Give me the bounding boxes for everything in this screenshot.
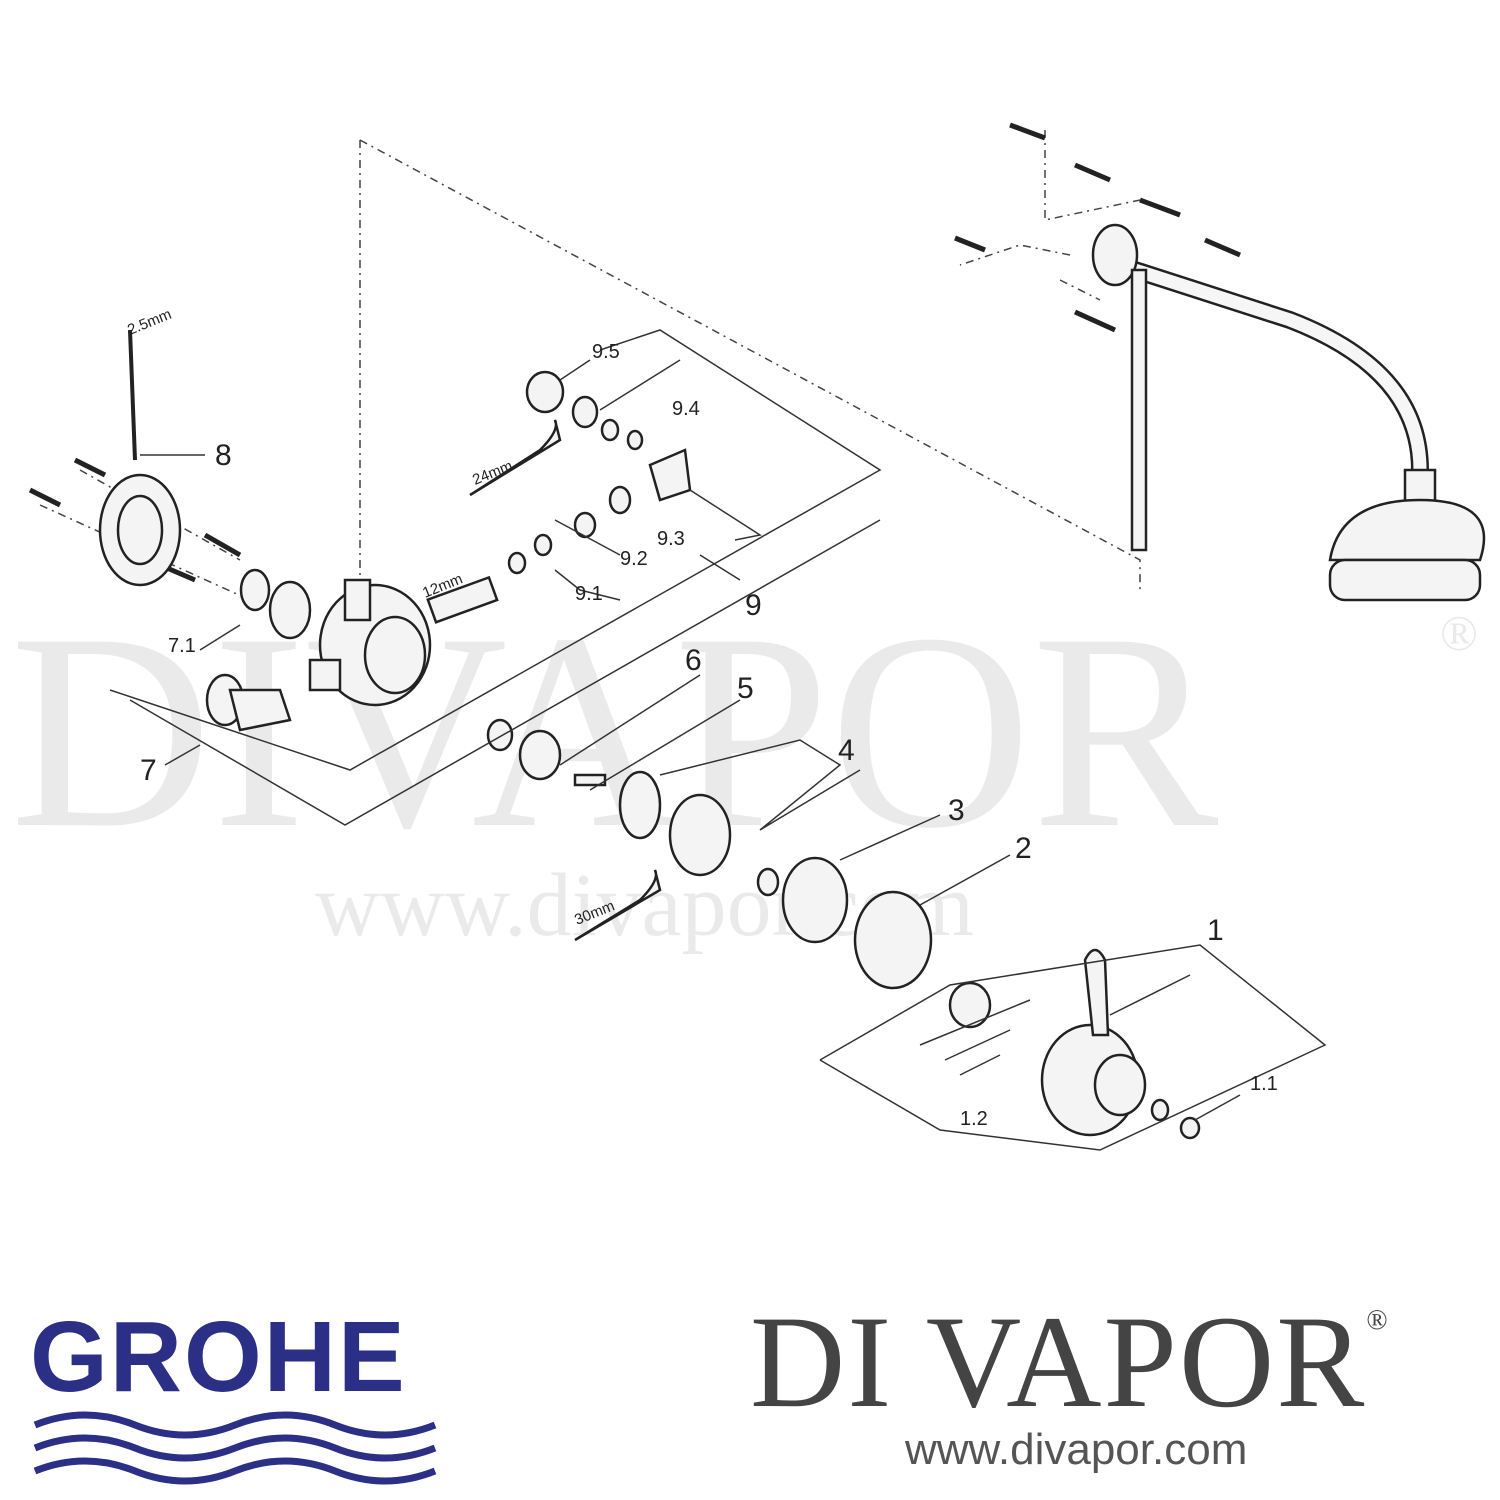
shower-head	[1328, 468, 1486, 602]
hex-key	[128, 329, 137, 461]
guide-line	[359, 139, 1141, 590]
grohe-waves	[33, 1411, 437, 1485]
o-ring	[618, 770, 662, 840]
spindle-5	[573, 773, 607, 787]
elbow-9-3	[648, 448, 692, 502]
label-24mm: 24mm	[470, 457, 515, 488]
thermo-element-6	[518, 729, 562, 781]
hex-pin	[426, 575, 499, 624]
label-8: 8	[215, 439, 232, 472]
label-9-2: 9.2	[620, 548, 648, 570]
washer-9-5	[525, 370, 565, 414]
o-ring	[239, 568, 271, 612]
screw	[1150, 1098, 1170, 1122]
label-7-1: 7.1	[168, 635, 196, 657]
label-9: 9	[745, 589, 762, 622]
registered-mark: ®	[1366, 1305, 1390, 1336]
wall-screws	[28, 122, 1241, 583]
shower-arm	[1091, 223, 1429, 552]
cartridge-4	[668, 793, 732, 877]
label-9-1: 9.1	[575, 583, 603, 605]
label-6: 6	[685, 644, 702, 677]
check-valve-9-2	[573, 511, 597, 539]
o-ring	[756, 867, 780, 897]
ring	[626, 429, 644, 451]
grohe-logo: GROHE	[30, 1301, 407, 1413]
watermark-mark: ®	[1440, 605, 1478, 661]
wrench-24mm	[469, 419, 562, 497]
label-2-5mm: 2.5mm	[125, 306, 174, 339]
label-9-5: 9.5	[592, 341, 620, 363]
label-2: 2	[1015, 832, 1032, 865]
label-3: 3	[948, 794, 965, 827]
ring-9-1	[533, 533, 553, 557]
ring-nut-3	[781, 856, 849, 944]
label-5: 5	[737, 672, 754, 705]
divapor-url: www.divapor.com	[905, 1425, 1248, 1474]
label-7: 7	[140, 754, 157, 787]
wrench-30mm	[574, 869, 662, 942]
o-ring	[608, 485, 632, 515]
wall-flange	[98, 473, 182, 587]
label-9-3: 9.3	[657, 528, 685, 550]
handle-1	[1040, 948, 1147, 1137]
ring	[600, 418, 620, 442]
leader-lines	[109, 329, 1327, 1151]
nut-9-4	[571, 395, 599, 429]
label-1-2: 1.2	[960, 1108, 988, 1130]
sleeve-2	[853, 890, 933, 990]
label-1-1: 1.1	[1250, 1073, 1278, 1095]
valve-body	[308, 578, 432, 707]
cap-1-1	[1179, 1116, 1201, 1140]
ring-9-1	[507, 551, 527, 575]
adapter	[948, 981, 992, 1029]
label-9-4: 9.4	[672, 398, 700, 420]
label-4: 4	[838, 734, 855, 767]
spring	[486, 718, 514, 752]
label-1: 1	[1207, 914, 1224, 947]
divapor-logo: DI VAPOR®	[750, 1285, 1390, 1438]
guide-line	[959, 130, 1141, 301]
elbow	[205, 673, 292, 732]
divapor-logo-text: DI VAPOR	[750, 1288, 1367, 1435]
adapter-7-1	[268, 580, 312, 640]
